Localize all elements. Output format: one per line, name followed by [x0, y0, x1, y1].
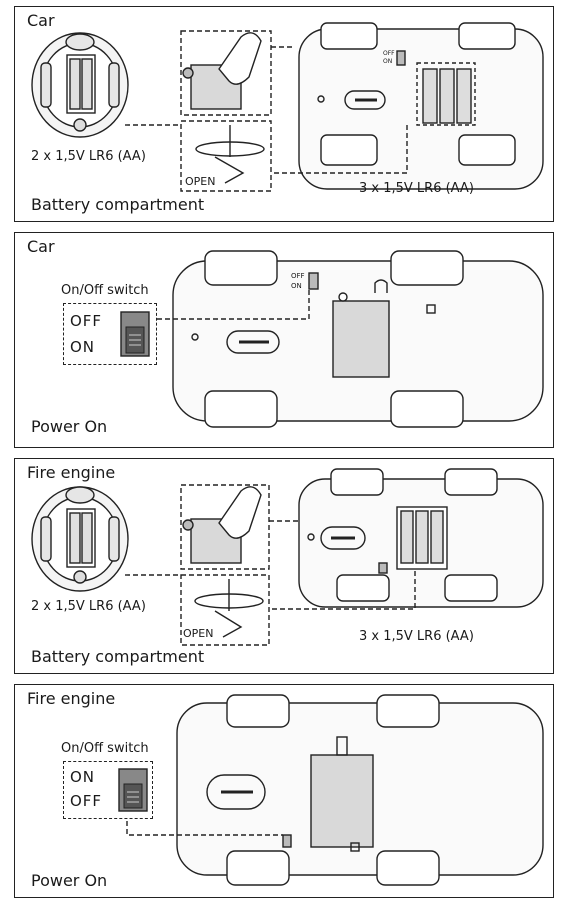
panel-car-power-illustration — [157, 250, 544, 428]
remote-control — [31, 32, 129, 138]
car-switch-tiny-off: OFF — [383, 50, 395, 57]
screwdriver-inset — [180, 30, 272, 192]
panel-title: Car — [27, 11, 55, 30]
panel-fire-engine-power-illustration — [126, 694, 544, 886]
switch-on-label: ON — [70, 768, 96, 786]
switch-on-label: ON — [70, 338, 96, 356]
on-off-switch[interactable]: OFF ON — [63, 303, 157, 365]
panel-footer: Power On — [31, 417, 108, 436]
car-switch-tiny-on: ON — [383, 58, 393, 65]
panel-title: Fire engine — [27, 463, 116, 482]
on-off-switch[interactable]: ON OFF — [63, 761, 153, 819]
open-label: OPEN — [183, 627, 214, 640]
fire-engine-top-view — [298, 468, 544, 608]
panel-car-power: OFF ON On/Off switch OFF ON Car Power On — [14, 232, 554, 448]
switch-caption: On/Off switch — [61, 283, 149, 298]
remote-battery-label: 2 x 1,5V LR6 (AA) — [31, 599, 146, 614]
panel-title: Fire engine — [27, 689, 116, 708]
switch-slider-icon — [118, 768, 148, 812]
switch-off-label: OFF — [70, 792, 103, 810]
remote-control — [31, 486, 129, 592]
switch-caption: On/Off switch — [61, 741, 149, 756]
panel-fire-engine-battery-illustration — [31, 468, 544, 646]
panel-fire-engine-battery: OPEN 2 x 1,5V LR6 (AA) 3 x 1,5V LR6 (AA)… — [14, 458, 554, 674]
panel-fire-engine-power: On/Off switch ON OFF Fire engine Power O… — [14, 684, 554, 898]
switch-off-label: OFF — [70, 312, 103, 330]
car-top-view — [298, 22, 544, 190]
car-top-view — [172, 250, 544, 428]
panel-footer: Power On — [31, 871, 108, 890]
panel-car-battery: OFF ON OPEN 2 x 1,5V LR6 (AA) 3 x 1,5V L… — [14, 6, 554, 222]
panel-car-battery-illustration — [31, 22, 544, 192]
panel-footer: Battery compartment — [31, 195, 205, 214]
fire-engine-top-view — [176, 694, 544, 886]
panel-footer: Battery compartment — [31, 647, 205, 666]
remote-battery-label: 2 x 1,5V LR6 (AA) — [31, 149, 146, 164]
car-battery-label: 3 x 1,5V LR6 (AA) — [359, 181, 474, 196]
switch-slider-icon — [120, 311, 150, 357]
panel-title: Car — [27, 237, 55, 256]
fire-engine-battery-label: 3 x 1,5V LR6 (AA) — [359, 629, 474, 644]
car-switch-tiny-off: OFF — [291, 272, 305, 280]
car-switch-tiny-on: ON — [291, 282, 302, 290]
screwdriver-inset — [180, 484, 270, 646]
open-label: OPEN — [185, 175, 216, 188]
